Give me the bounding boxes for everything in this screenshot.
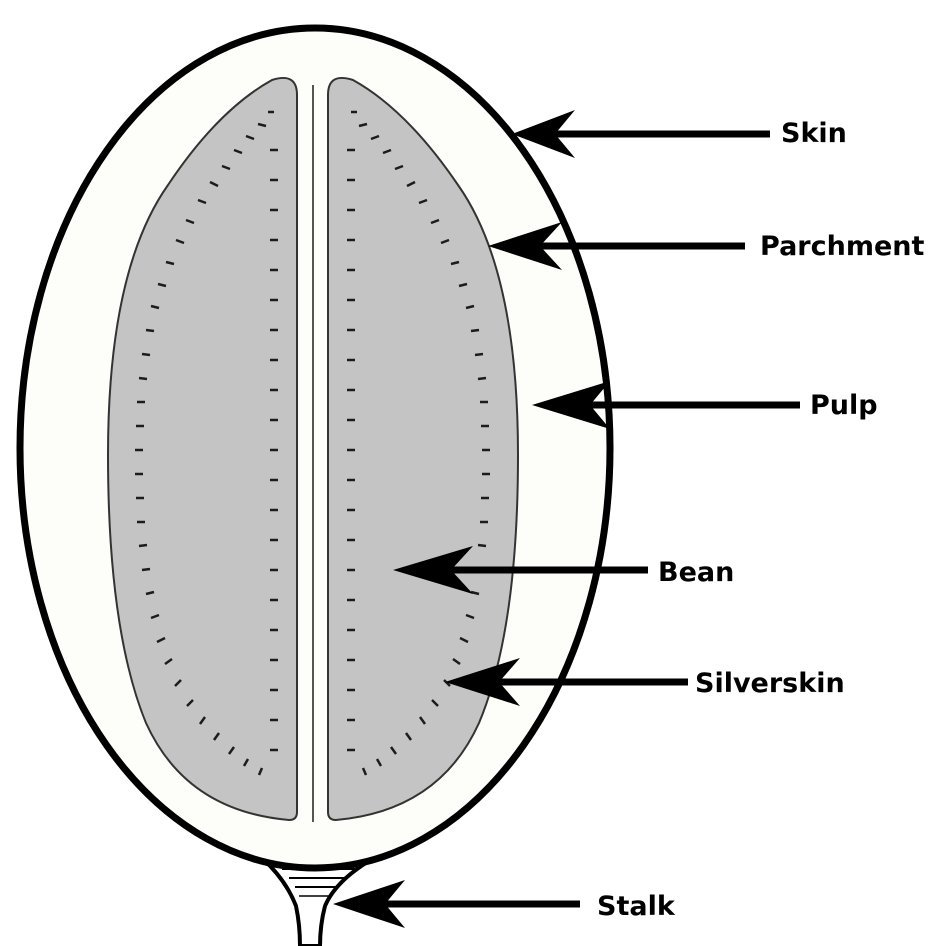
label-silverskin: Silverskin [695,670,845,697]
arrow-skin [512,110,770,158]
label-pulp: Pulp [810,392,878,419]
label-stalk: Stalk [597,893,675,920]
arrow-stalk [333,880,580,928]
label-parchment: Parchment [760,233,924,260]
label-bean: Bean [658,559,734,586]
label-skin: Skin [781,120,847,147]
